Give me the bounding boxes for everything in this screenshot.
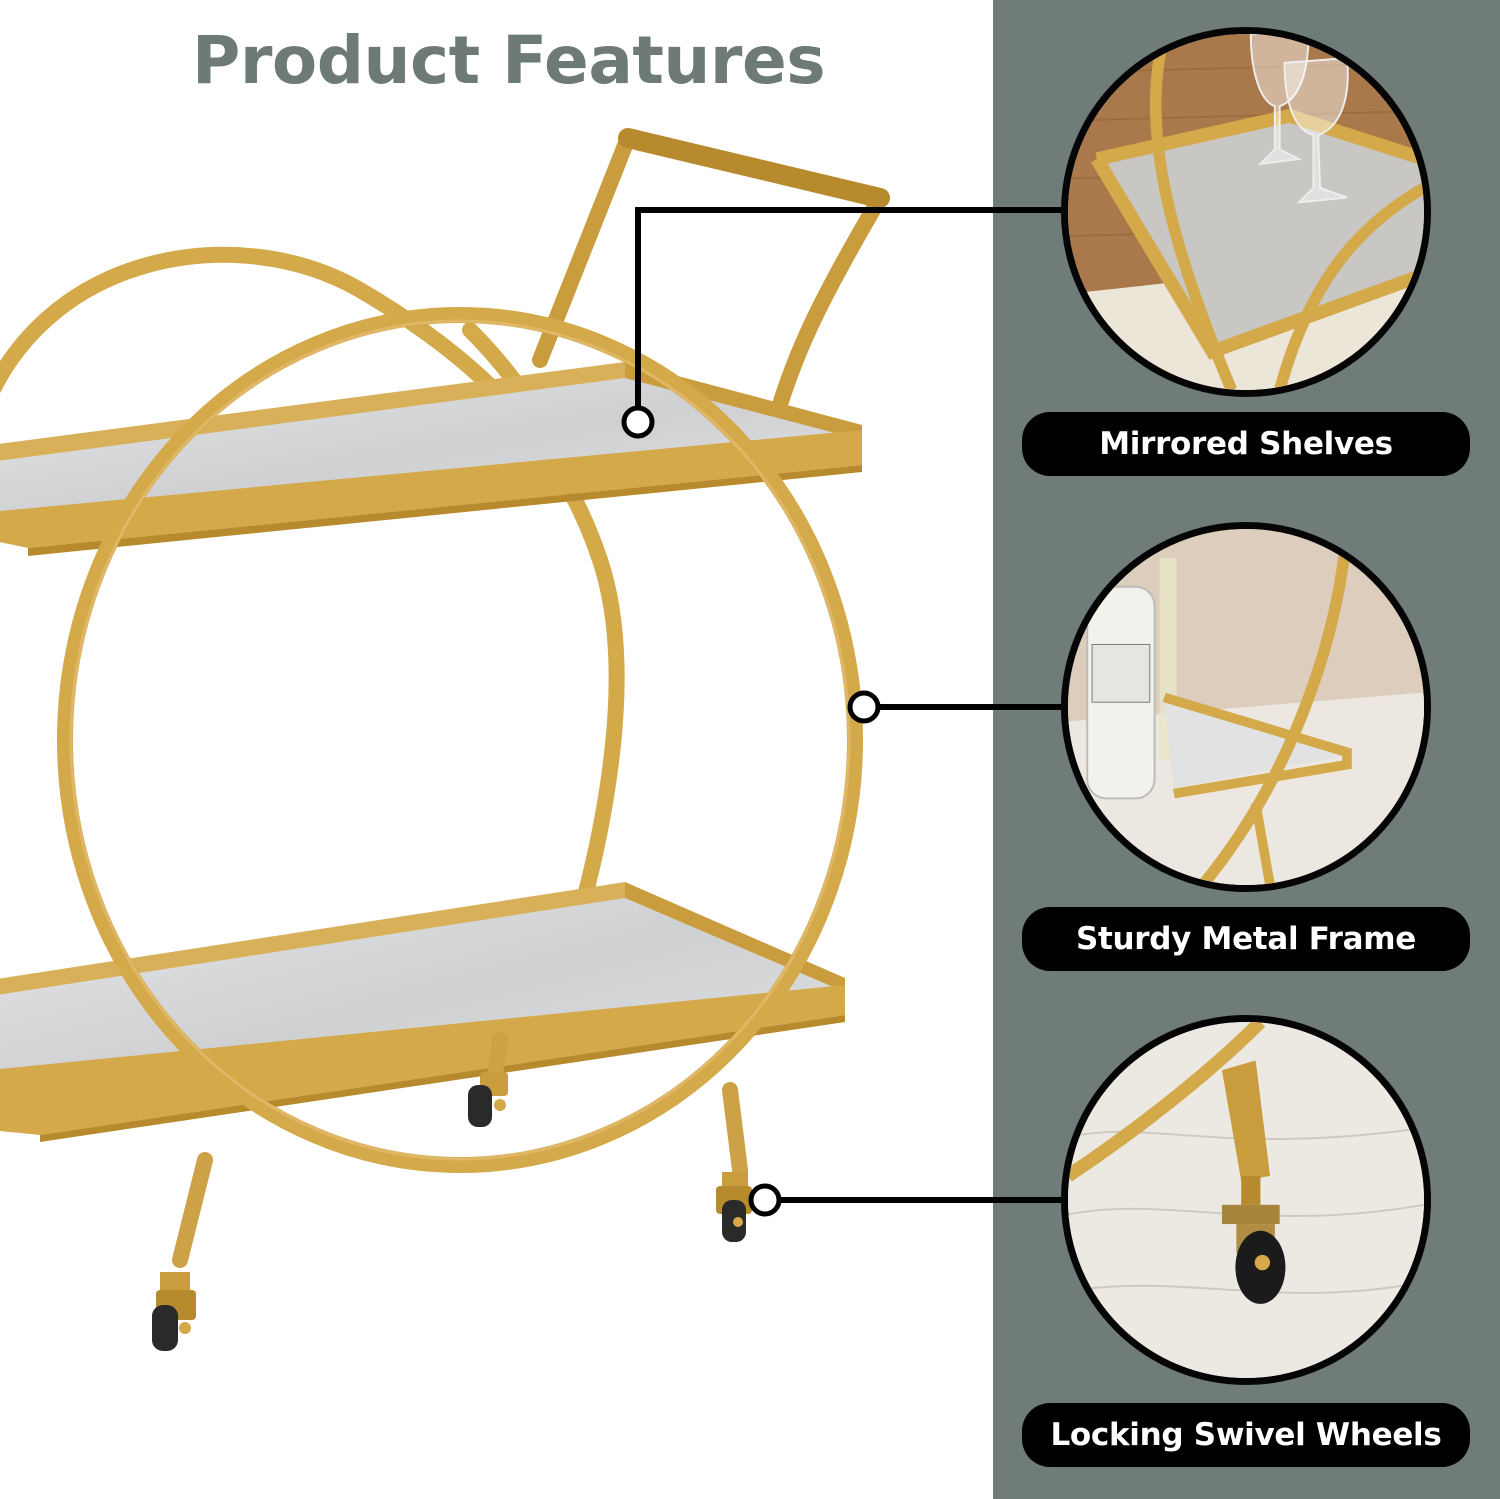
feature-label-metal-frame: Sturdy Metal Frame <box>1022 907 1470 971</box>
feature-label-text: Sturdy Metal Frame <box>1075 921 1417 957</box>
feature-label-text: Locking Swivel Wheels <box>1050 1417 1442 1453</box>
bar-cart-product-image <box>0 128 890 1351</box>
feature-label-mirrored-shelves: Mirrored Shelves <box>1022 412 1470 476</box>
front-ring-frame <box>57 307 863 1173</box>
page-title: Product Features <box>192 22 826 99</box>
feature-label-text: Mirrored Shelves <box>1099 426 1393 462</box>
top-shelf <box>0 362 862 556</box>
detail-image-swivel-wheels <box>1061 1015 1431 1385</box>
detail-image-mirrored-shelves <box>1061 27 1431 397</box>
feature-label-swivel-wheels: Locking Swivel Wheels <box>1022 1403 1470 1467</box>
caster-wheels <box>152 1072 752 1351</box>
bottom-shelf <box>0 882 845 1142</box>
detail-image-metal-frame <box>1061 522 1431 892</box>
